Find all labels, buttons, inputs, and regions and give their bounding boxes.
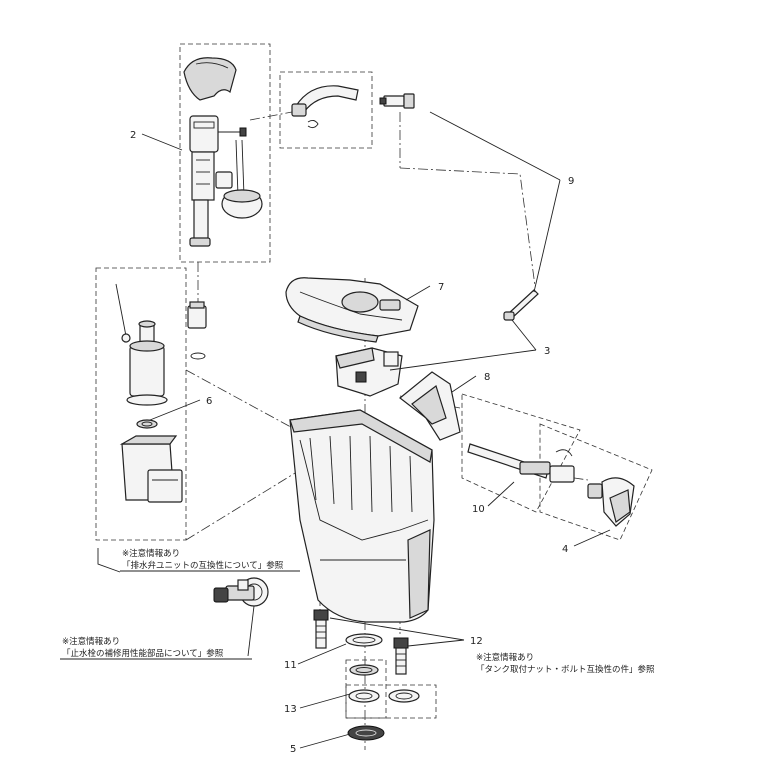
callout-8: 8 xyxy=(484,372,490,383)
leader-lines xyxy=(97,111,611,749)
box-handle xyxy=(539,423,653,541)
part-lever-rod xyxy=(467,443,575,483)
part-lid xyxy=(285,277,419,343)
part-gaskets xyxy=(345,633,420,741)
part-fill-valve-base xyxy=(187,301,207,360)
callout-5: 5 xyxy=(290,744,296,755)
note-1-title: ※注意情報あり xyxy=(122,548,180,559)
callout-7: 7 xyxy=(438,282,444,293)
part-pipe xyxy=(503,289,539,321)
part-lever-assembly xyxy=(335,347,403,397)
box-flush-valve xyxy=(95,267,187,541)
callout-12: 12 xyxy=(470,636,483,647)
group-boxes xyxy=(95,43,653,719)
note-2-title: ※注意情報あり xyxy=(62,636,120,647)
box-hose xyxy=(279,71,373,149)
callout-3: 3 xyxy=(544,346,550,357)
note-1-text: 「排水弁ユニットの互換性について」参照 xyxy=(122,560,284,571)
part-stop-valve xyxy=(213,577,269,607)
part-fill-valve xyxy=(183,57,263,247)
part-hose xyxy=(291,85,415,129)
callout-13: 13 xyxy=(284,704,297,715)
callout-10: 10 xyxy=(472,504,485,515)
part-tank xyxy=(289,409,435,623)
part-lever-arm xyxy=(399,371,461,441)
note-texts: ※注意情報あり 「排水弁ユニットの互換性について」参照 ※注意情報あり 「止水栓… xyxy=(60,548,655,675)
part-handle xyxy=(587,477,635,527)
callout-11: 11 xyxy=(284,660,297,671)
note-2-text: 「止水栓の補修用性能部品について」参照 xyxy=(62,648,224,659)
callout-9: 9 xyxy=(568,176,574,187)
box-lever xyxy=(461,393,581,513)
box-fill-valve xyxy=(179,43,271,263)
part-flush-valve xyxy=(115,283,183,503)
box-gasket xyxy=(345,659,387,719)
box-nuts xyxy=(345,684,437,719)
part-bolts xyxy=(313,609,409,675)
callout-labels: 2 9 7 3 6 8 10 4 12 11 13 5 xyxy=(130,130,574,755)
note-3-text: 「タンク取付ナット・ボルト互換性の件」参照 xyxy=(476,664,655,675)
callout-6: 6 xyxy=(206,396,212,407)
note-3-title: ※注意情報あり xyxy=(476,652,534,663)
callout-2: 2 xyxy=(130,130,136,141)
callout-4: 4 xyxy=(562,544,568,555)
